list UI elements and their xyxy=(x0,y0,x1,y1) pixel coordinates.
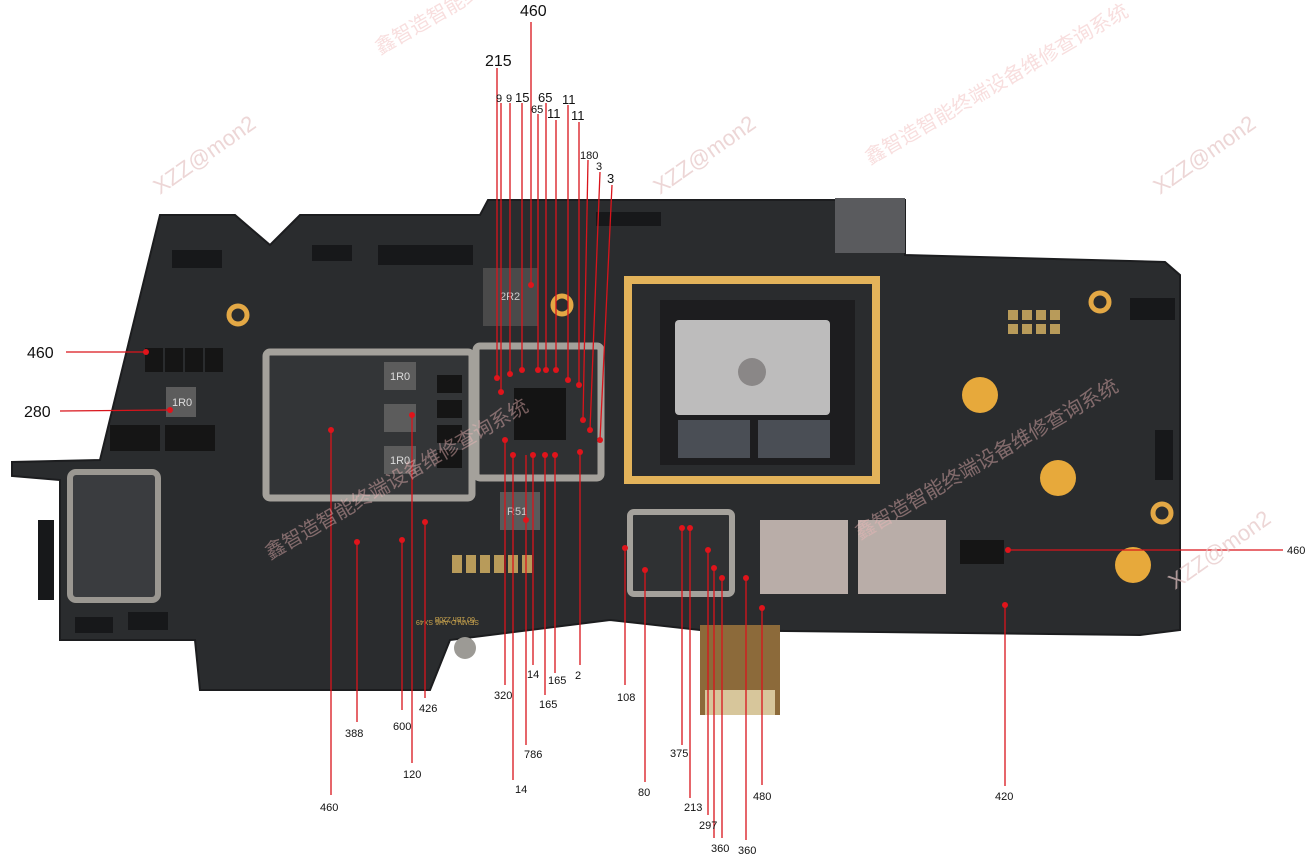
test-pad xyxy=(962,377,998,413)
apple-logo xyxy=(738,358,766,386)
connector xyxy=(75,617,113,633)
annotation: 14 xyxy=(515,784,527,796)
annotation: 11 xyxy=(562,92,576,107)
annotation: 600 xyxy=(393,721,411,733)
svg-text:鑫智造智能终端设备维修查询系统: 鑫智造智能终端设备维修查询系统 xyxy=(861,0,1132,169)
annotation: 388 xyxy=(345,728,363,740)
annotation: 426 xyxy=(419,703,437,715)
annotation: 786 xyxy=(524,749,542,761)
shield-can-left xyxy=(67,469,161,603)
annotation: 165 xyxy=(539,699,557,711)
connector xyxy=(38,520,54,600)
annotation: 375 xyxy=(670,748,688,760)
annotation: 3 xyxy=(607,171,614,186)
annotation: 480 xyxy=(753,791,771,803)
mount-hole xyxy=(1088,290,1112,314)
annotation: 80 xyxy=(638,787,650,799)
annotation: 460 xyxy=(27,345,54,362)
annotation: 460 xyxy=(520,3,547,20)
annotation: 2 xyxy=(575,670,581,682)
annotation: 280 xyxy=(24,404,51,421)
inductor-marking: R51 xyxy=(507,506,527,518)
annotation: 120 xyxy=(403,769,421,781)
mount-hole xyxy=(1150,501,1174,525)
connector xyxy=(596,212,661,226)
svg-text:XZZ@mon2: XZZ@mon2 xyxy=(149,110,261,199)
inductor-marking: 1R0 xyxy=(172,397,192,409)
mount-hole xyxy=(550,293,574,317)
shield-can-usb xyxy=(627,509,735,597)
annotation: 108 xyxy=(617,692,635,704)
annotation-labels: 460 215 9 9 15 65 65 11 11 11 180 3 3 46… xyxy=(24,3,1305,857)
annotation: 14 xyxy=(527,669,539,681)
annotation: 11 xyxy=(547,106,561,121)
callout-dots xyxy=(143,282,1011,611)
annotation: 3 xyxy=(596,161,602,173)
test-pad xyxy=(1115,547,1151,583)
inductor xyxy=(384,404,416,432)
svg-text:鑫智造智能终端设备维修查询系统: 鑫智造智能终端设备维修查询系统 xyxy=(371,0,642,59)
nand-chip-1 xyxy=(760,520,848,594)
annotation: 360 xyxy=(711,843,729,855)
annotation: 320 xyxy=(494,690,512,702)
annotation: 420 xyxy=(995,791,1013,803)
svg-text:60 1Bh 220B: 60 1Bh 220B xyxy=(434,615,475,622)
inductor xyxy=(384,446,416,474)
annotation: 180 xyxy=(580,150,598,162)
connector xyxy=(378,245,473,265)
connector xyxy=(312,245,352,261)
shield-can-pmu xyxy=(262,348,476,502)
annotation: 11 xyxy=(571,108,585,123)
annotation: 9 xyxy=(506,93,512,105)
callout-leaders xyxy=(59,22,1283,840)
connector xyxy=(1130,298,1175,320)
test-pad xyxy=(1040,460,1076,496)
annotation: 215 xyxy=(485,53,512,70)
annotation: 213 xyxy=(684,802,702,814)
annotation: 460 xyxy=(1287,545,1305,557)
annotation: 460 xyxy=(320,802,338,814)
annotation: 297 xyxy=(699,820,717,832)
annotation: 65 xyxy=(538,90,552,105)
mount-hole xyxy=(226,303,250,327)
nand-chip-2 xyxy=(858,520,946,594)
mount-hole xyxy=(454,637,476,659)
inductor-marking: 1R0 xyxy=(390,455,410,467)
mosfets xyxy=(110,348,1004,564)
main-ic xyxy=(514,388,566,440)
inductor xyxy=(384,362,416,390)
camera-bracket xyxy=(835,198,905,253)
annotation: 9 xyxy=(496,93,502,105)
annotation: 15 xyxy=(515,90,529,105)
silkscreen: 60 1Bh 220B SEWN D-AH6 SX49 xyxy=(416,615,479,625)
soc-frame xyxy=(624,276,880,484)
annotation: 360 xyxy=(738,845,756,857)
annotation: 65 xyxy=(531,104,543,116)
connector xyxy=(172,250,222,268)
connector xyxy=(128,612,168,630)
inductor-marking: 1R0 xyxy=(390,371,410,383)
svg-text:XZZ@mon2: XZZ@mon2 xyxy=(649,110,761,199)
connector xyxy=(1155,430,1173,480)
svg-text:XZZ@mon2: XZZ@mon2 xyxy=(1149,110,1261,199)
annotation: 165 xyxy=(548,675,566,687)
svg-text:SEWN D-AH6 SX49: SEWN D-AH6 SX49 xyxy=(416,618,479,625)
